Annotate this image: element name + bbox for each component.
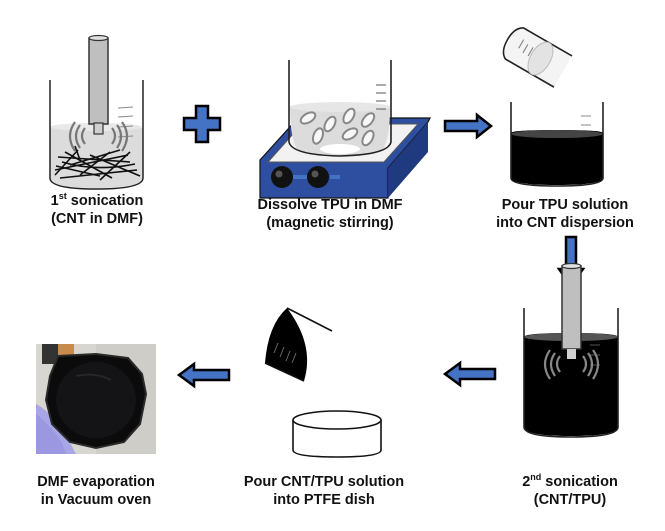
cnt-tpu-film-photo — [36, 344, 156, 454]
dark-beaker-with-probe-illustration — [523, 262, 619, 438]
plus-icon — [182, 104, 222, 144]
pouring-beaker-illustration — [502, 27, 604, 187]
beaker-with-probe-cnt-illustration — [49, 34, 144, 190]
pouring-into-dish-illustration — [264, 307, 382, 458]
step-6-label: DMF evaporation in Vacuum oven — [37, 474, 155, 508]
arrow-left-icon — [176, 361, 231, 389]
step-4-label: 2nd sonication (CNT/TPU) — [522, 472, 618, 509]
step-3-label: Pour TPU solution into CNT dispersion — [496, 197, 634, 231]
arrow-left-icon — [442, 360, 497, 388]
step-2-label: Dissolve TPU in DMF (magnetic stirring) — [257, 197, 403, 231]
arrow-right-icon — [443, 112, 494, 140]
step-1-label: 1st sonication (CNT in DMF) — [50, 191, 144, 228]
step-5-label: Pour CNT/TPU solution into PTFE dish — [243, 474, 405, 508]
magnetic-stirrer-beaker-illustration — [259, 60, 431, 199]
